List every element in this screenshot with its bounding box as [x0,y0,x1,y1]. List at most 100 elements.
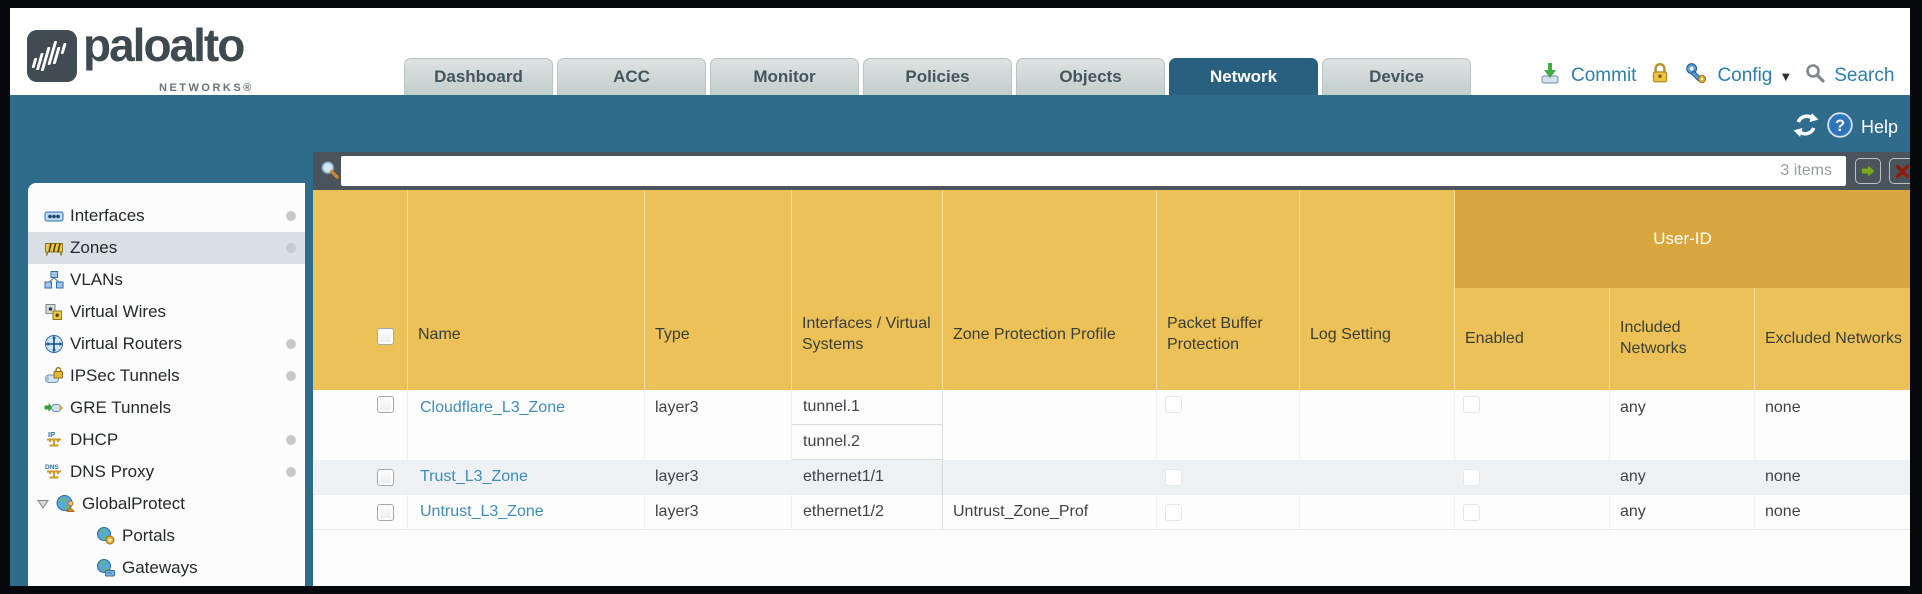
app-window: paloalto NETWORKS® Dashboard ACC Monitor… [10,8,1910,586]
filter-input[interactable]: 3 items [341,156,1846,186]
sidebar-item-interfaces[interactable]: Interfaces [28,200,305,232]
zone-type-cell: layer3 [645,495,792,529]
log-setting-cell [1300,390,1455,460]
header-interfaces[interactable]: Interfaces / Virtual Systems [792,190,943,390]
sidebar-item-ipsec-tunnels[interactable]: IPSec Tunnels [28,360,305,392]
enabled-checkbox[interactable] [1463,396,1480,413]
table-row: Cloudflare_L3_Zone layer3 tunnel.1 tunne… [313,390,1910,460]
filter-search-icon [319,160,341,187]
header-packet-buffer-protection[interactable]: Packet Buffer Protection [1157,190,1300,390]
sidebar-item-label: Virtual Routers [70,334,183,353]
sidebar-item-label: Zones [70,238,118,257]
sidebar-item-virtual-wires[interactable]: Virtual Wires [28,296,305,328]
items-count: 3 items [1780,162,1832,179]
packet-buffer-cell [1157,390,1300,460]
sidebar-item-label: Interfaces [70,206,145,225]
header-enabled[interactable]: Enabled [1455,190,1610,390]
sidebar-item-label: GlobalProtect [82,494,185,513]
virtual-routers-icon [45,335,63,353]
status-dot [286,467,296,477]
clear-filter-button[interactable] [1889,158,1910,184]
tab-dashboard[interactable]: Dashboard [404,58,553,95]
enabled-checkbox[interactable] [1463,504,1480,521]
help-icon[interactable]: ? [1827,111,1853,143]
clear-x-icon [1895,164,1909,178]
sidebar-item-dns-proxy[interactable]: DNS DNS Proxy [28,456,305,488]
header-zone-protection-profile[interactable]: Zone Protection Profile [943,190,1157,390]
sidebar-item-vlans[interactable]: VLANs [28,264,305,296]
sidebar-item-gateways[interactable]: Gateways [28,552,305,584]
sidebar-item-globalprotect[interactable]: GlobalProtect [28,488,305,520]
main-nav-tabs: Dashboard ACC Monitor Policies Objects N… [404,58,1471,95]
enabled-checkbox[interactable] [1463,469,1480,486]
sidebar-item-portals[interactable]: Portals [28,520,305,552]
top-right-actions: Commit Config ▼ [1538,58,1894,94]
row-checkbox[interactable] [377,504,394,521]
sidebar-item-virtual-routers[interactable]: Virtual Routers [28,328,305,360]
banner-actions: ? Help [1793,111,1898,143]
select-all-checkbox[interactable] [377,328,394,345]
interface-cell: tunnel.2 [792,425,942,460]
included-networks-cell: any [1610,460,1755,495]
brand-wordmark: paloalto [83,19,245,71]
dns-proxy-icon: DNS [45,464,61,479]
table-header: User-ID Name Type Interfaces / Virtual S… [313,190,1910,390]
lock-icon[interactable] [1649,62,1671,90]
tab-network[interactable]: Network [1169,58,1318,95]
row-checkbox[interactable] [377,469,394,486]
header-name[interactable]: Name [408,190,645,390]
sidebar-item-label: Gateways [122,558,198,577]
included-networks-cell: any [1610,495,1755,529]
globalprotect-icon [56,495,75,512]
apply-filter-button[interactable] [1855,158,1881,184]
header-log-setting[interactable]: Log Setting [1300,190,1455,390]
status-dot [286,339,296,349]
header-included-networks[interactable]: Included Networks [1610,190,1755,390]
zone-interfaces-cell: ethernet1/1 [792,460,943,495]
log-setting-cell [1300,460,1455,495]
paloalto-logo: paloalto NETWORKS® [27,19,307,94]
refresh-icon[interactable] [1793,112,1819,143]
filter-toolbar: 3 items [313,152,1910,190]
status-dot [286,435,296,445]
commit-button[interactable]: Commit [1571,65,1637,86]
search-button[interactable]: Search [1834,65,1895,86]
tab-monitor[interactable]: Monitor [710,58,859,95]
status-dot [286,211,296,221]
zone-name-link[interactable]: Untrust_L3_Zone [420,503,544,520]
excluded-networks-cell: none [1765,503,1801,520]
zone-name-link[interactable]: Cloudflare_L3_Zone [420,399,565,416]
header-type[interactable]: Type [645,190,792,390]
sidebar-item-label: VLANs [70,270,123,289]
virtual-wires-icon [45,304,62,320]
packet-buffer-checkbox[interactable] [1165,469,1182,486]
enabled-cell [1455,460,1610,495]
table-row: Trust_L3_Zone layer3 ethernet1/1 any non… [313,460,1910,495]
svg-text:?: ? [1835,115,1845,134]
config-menu-button[interactable]: Config [1717,65,1773,86]
zone-protection-cell [943,460,1157,495]
sidebar-item-label: GRE Tunnels [70,398,172,417]
zone-protection-cell [943,390,1157,460]
sidebar-item-zones[interactable]: Zones [28,232,305,264]
tab-policies[interactable]: Policies [863,58,1012,95]
help-label[interactable]: Help [1860,116,1898,137]
sidebar-item-dhcp[interactable]: IP DHCP [28,424,305,456]
table-row: Untrust_L3_Zone layer3 ethernet1/2 Untru… [313,495,1910,530]
config-caret-icon[interactable]: ▼ [1779,68,1793,84]
gre-tunnels-icon [44,403,64,412]
tab-device[interactable]: Device [1322,58,1471,95]
expand-caret-icon[interactable] [36,497,50,511]
header-excluded-networks[interactable]: Excluded Networks [1765,329,1902,347]
packet-buffer-cell [1157,495,1300,529]
portals-icon [97,527,115,545]
packet-buffer-checkbox[interactable] [1165,504,1182,521]
zone-name-link[interactable]: Trust_L3_Zone [420,468,528,485]
zone-interfaces-cell: ethernet1/2 [792,495,943,529]
packet-buffer-checkbox[interactable] [1165,396,1182,413]
sidebar-item-gre-tunnels[interactable]: GRE Tunnels [28,392,305,424]
tab-objects[interactable]: Objects [1016,58,1165,95]
tab-acc[interactable]: ACC [557,58,706,95]
row-checkbox[interactable] [377,396,394,413]
